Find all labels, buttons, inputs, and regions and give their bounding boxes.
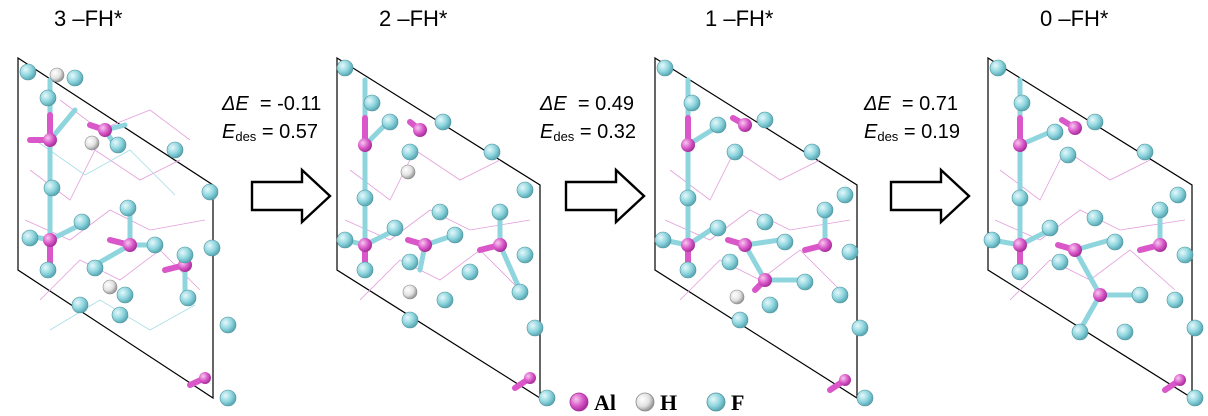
energy-annotation-3: ΔE = 0.71 Edes = 0.19 [864,90,960,151]
legend-f-label: F [731,390,745,415]
al-atoms [681,118,851,386]
arrow-right-icon [889,167,971,225]
delta-e-line: ΔE = 0.71 [864,93,959,115]
bonds [342,77,523,293]
delta-e-line: ΔE = -0.11 [222,93,322,115]
arrow-right-icon [564,167,646,225]
panel-title-1: 3 –FH* [54,6,123,31]
f-atoms [983,59,1204,407]
legend-al-label: Al [594,390,616,415]
f-atoms [19,63,237,407]
legend-h-swatch [635,392,655,412]
legend-f-swatch [706,392,726,412]
panel-title-3: 1 –FH* [705,6,774,31]
al-atoms [358,123,536,384]
structure-panel-4 [983,56,1204,407]
structure-panel-3 [654,56,874,407]
energy-annotation-1: ΔE = -0.11 Edes = 0.57 [222,90,321,151]
f-atoms [654,59,874,407]
al-bonds [1017,115,1183,393]
energy-annotation-2: ΔE = 0.49 Edes = 0.32 [540,90,636,151]
unit-cell [17,56,214,400]
e-des-line: Edes = 0.32 [540,121,637,144]
h-atoms [400,164,418,300]
al-atoms [1013,121,1186,386]
legend-h-label: H [660,390,678,415]
h-atoms [49,67,118,295]
arrow-right-icon [250,167,332,225]
al-bonds [685,115,848,393]
e-des-line: Edes = 0.19 [864,121,961,144]
h-atoms [729,289,745,305]
delta-e-line: ΔE = 0.49 [540,93,635,115]
legend-al-swatch [569,392,589,412]
structure-panel-1 [17,56,237,407]
panel-title-4: 0 –FH* [1040,6,1109,31]
structure-panel-2 [336,56,556,407]
e-des-line: Edes = 0.57 [222,121,319,144]
f-atoms [336,59,556,407]
panel-title-2: 2 –FH* [379,6,448,31]
